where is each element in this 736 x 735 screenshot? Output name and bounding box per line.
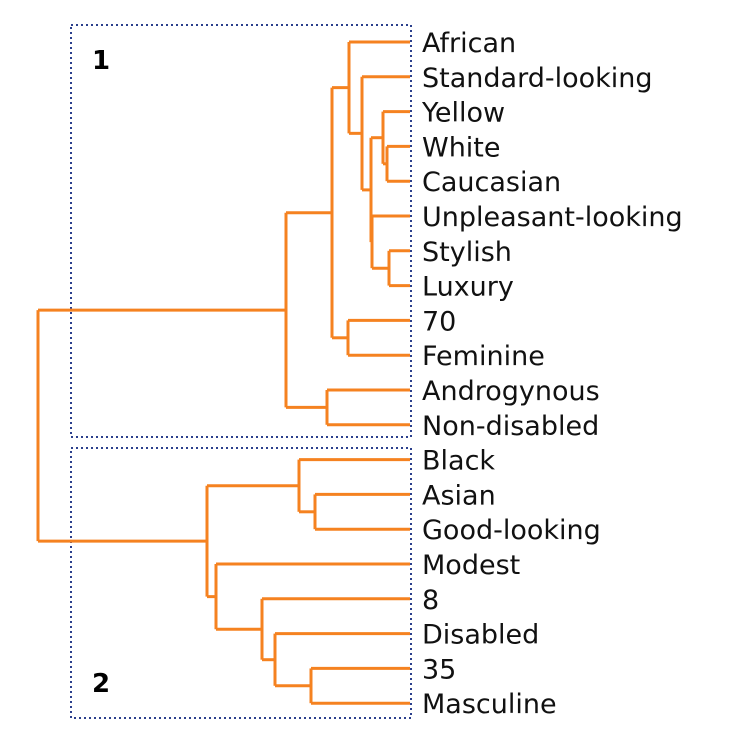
leaf-label-black: Black [422, 446, 495, 477]
leaf-label-feminine: Feminine [422, 341, 545, 372]
leaf-label-masculine: Masculine [422, 689, 557, 720]
leaf-label-standard-looking: Standard-looking [422, 63, 653, 94]
leaf-label-luxury: Luxury [422, 272, 514, 303]
cluster-label-2: 2 [92, 669, 110, 699]
leaf-label-yellow: Yellow [421, 98, 505, 129]
leaf-label-8: 8 [422, 585, 439, 616]
leaf-label-caucasian: Caucasian [422, 167, 561, 198]
leaf-label-35: 35 [422, 654, 456, 685]
leaf-label-asian: Asian [422, 480, 496, 511]
dendrogram-branches [36, 40, 410, 705]
leaf-label-androgynous: Androgynous [422, 376, 600, 407]
leaf-label-modest: Modest [422, 550, 520, 581]
leaf-label-non-disabled: Non-disabled [422, 411, 599, 442]
leaf-label-stylish: Stylish [422, 237, 512, 268]
leaf-labels: African Standard-looking Yellow White Ca… [421, 28, 683, 720]
leaf-label-disabled: Disabled [422, 620, 539, 651]
leaf-label-african: African [422, 28, 516, 59]
leaf-label-white: White [422, 132, 501, 163]
leaf-label-good-looking: Good-looking [422, 515, 601, 546]
leaf-label-70: 70 [422, 306, 456, 337]
leaf-label-unpleasant-looking: Unpleasant-looking [422, 202, 683, 233]
cluster-label-1: 1 [92, 46, 110, 76]
cluster-box-1 [70, 24, 412, 438]
cluster-boxes: 1 2 [70, 24, 412, 719]
cluster-box-2 [70, 447, 412, 719]
